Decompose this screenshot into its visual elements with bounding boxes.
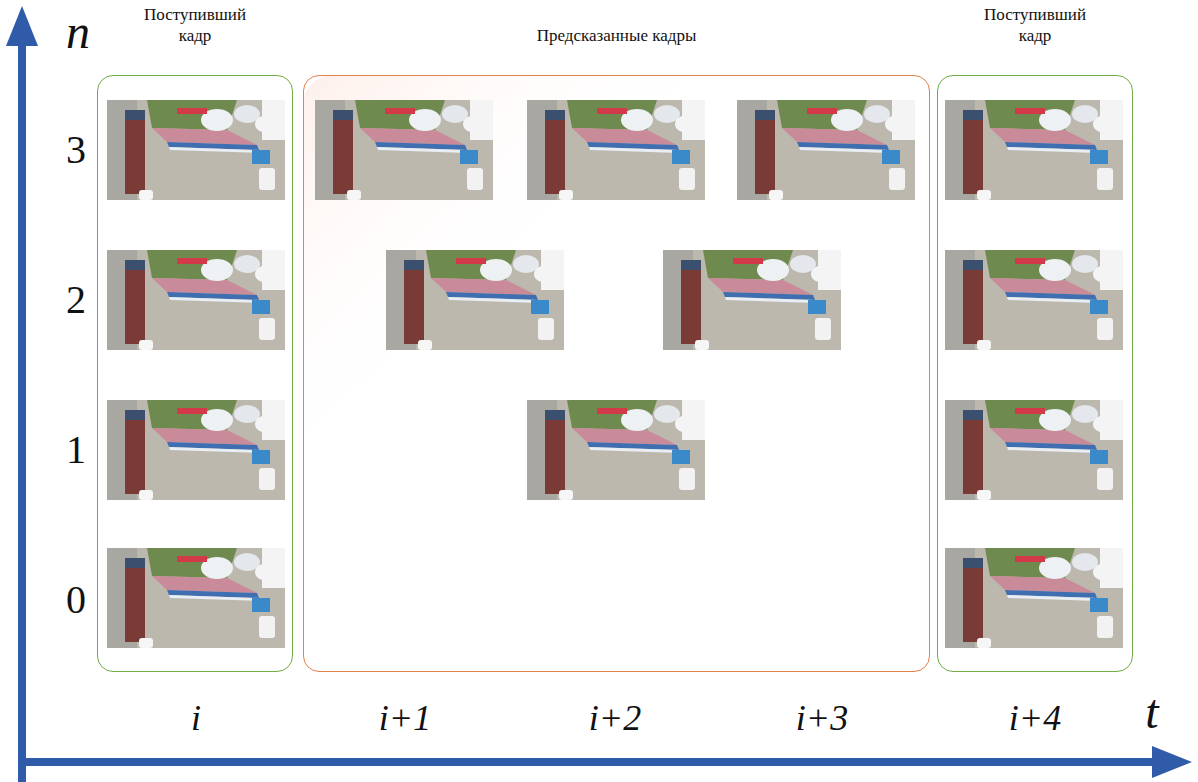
axis-name: n [66,8,90,56]
time-label: i [191,700,201,736]
time-label: i+2 [589,700,641,736]
input-frame-group: Поступивший кадр [97,75,293,672]
level-number: 3 [66,130,86,170]
time-label: i+3 [796,700,848,736]
time-label: i+1 [379,700,431,736]
level-number: 1 [66,430,86,470]
axis-name: t [1145,688,1158,736]
time-label: i+4 [1009,700,1061,736]
input-frame-group: Поступивший кадр [937,75,1133,672]
level-number: 0 [66,580,86,620]
level-number: 2 [66,280,86,320]
group-heading: Поступивший кадр [130,4,260,47]
predicted-frames-group: Предсказанные кадры [303,75,930,672]
group-heading: Поступивший кадр [970,4,1100,47]
group-heading: Предсказанные кадры [417,25,817,46]
